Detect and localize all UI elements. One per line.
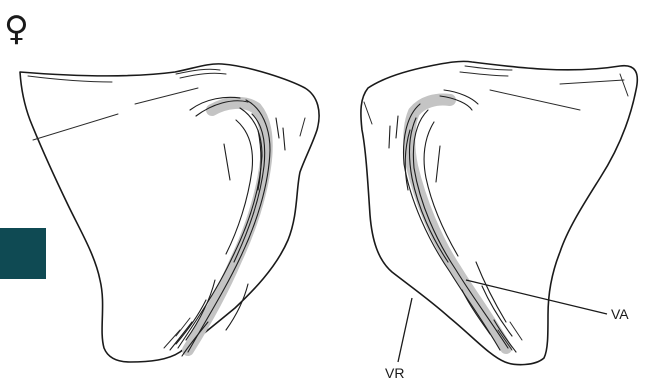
left-valve-outline: [20, 64, 319, 362]
va-label: VA: [611, 306, 629, 322]
vr-label: VR: [385, 365, 404, 381]
left-valve: [20, 64, 319, 362]
left-groove-shading: [188, 103, 267, 350]
right-groove-shading: [409, 100, 506, 349]
page-tab-marker: [0, 228, 46, 279]
female-symbol-icon: ♀: [4, 9, 29, 49]
right-valve-outline: [361, 61, 637, 364]
right-valve: [361, 61, 637, 364]
vr-leader-line: [398, 298, 412, 362]
